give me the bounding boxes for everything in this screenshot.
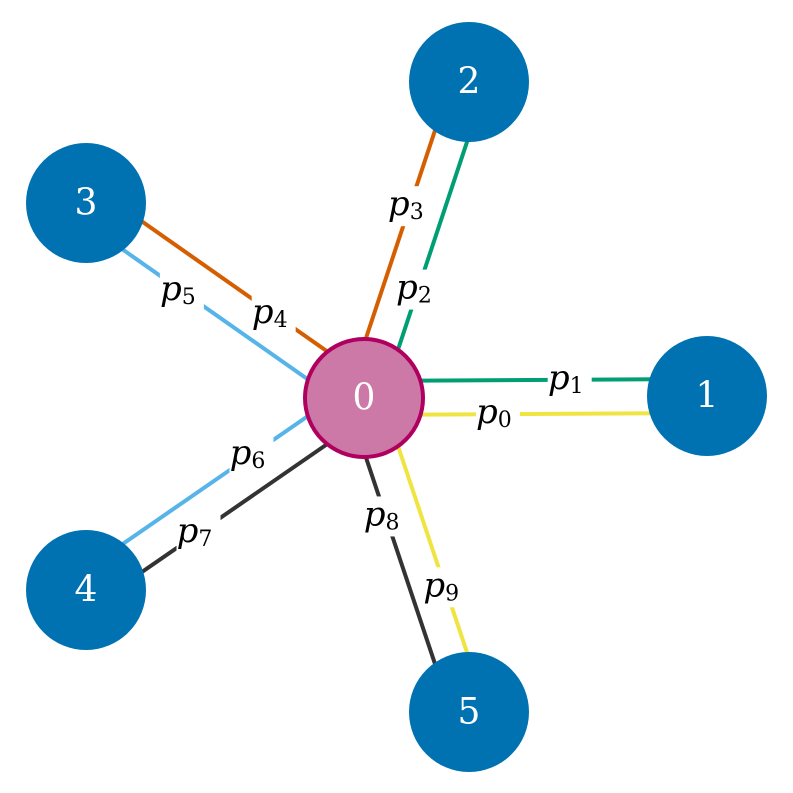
node-label: 5 [458,692,481,733]
edge-label-p6: p6 [229,433,274,476]
edge-label-text: p2 [396,268,432,309]
node-label: 2 [458,62,481,103]
edge-label-p4: p4 [251,292,296,334]
edge-label-bg [251,293,296,334]
edge-label-text: p9 [423,565,459,606]
node-circle [303,337,425,459]
edge-label-text: p4 [252,292,288,333]
node-label: 1 [696,376,719,417]
edge-label-text: p7 [177,511,213,552]
node-1: 1 [647,336,767,456]
node-circle [26,143,146,263]
edge-label-bg [547,359,592,400]
node-circle [409,652,529,772]
edge-label-text: p1 [548,358,584,399]
node-label: 4 [75,570,98,611]
edge-label-bg [363,496,408,537]
edge-label-p3: p3 [387,184,432,227]
node-2: 2 [409,22,529,142]
node-label: 3 [75,183,98,224]
edge-label-p5: p5 [159,269,204,312]
node-circle [409,22,529,142]
node-3: 3 [26,143,146,263]
edge-label-p7: p7 [176,511,221,553]
edge-label-bg [423,567,468,608]
edge-label-p0: p0 [475,392,520,435]
edge-label-bg [159,271,204,312]
edge-label-p9: p9 [423,565,468,608]
edge-label-p2: p2 [395,268,440,310]
edge-label-bg [229,435,274,476]
edge-label-bg [475,394,520,435]
edge-label-bg [395,269,440,310]
node-5: 5 [409,652,529,772]
node-label: 0 [353,378,376,419]
edge-label-text: p3 [388,184,424,225]
edge-label-p1: p1 [547,358,592,400]
node-circle [26,530,146,650]
nodes-layer: 0 1 2 3 4 5 [26,22,767,772]
edge-label-text: p5 [160,269,196,310]
node-circle [647,336,767,456]
edge-label-p8: p8 [363,494,408,537]
edge-label-text: p6 [230,433,266,474]
edge-labels-layer: p0 p1 p2 p3 p4 p5 p6 p7 p8 p9 [159,184,592,608]
edge-label-bg [387,186,432,227]
edge-label-bg [176,512,221,553]
node-4: 4 [26,530,146,650]
edge-label-text: p8 [364,494,400,535]
node-0: 0 [303,337,425,459]
edge-label-text: p0 [476,392,512,433]
